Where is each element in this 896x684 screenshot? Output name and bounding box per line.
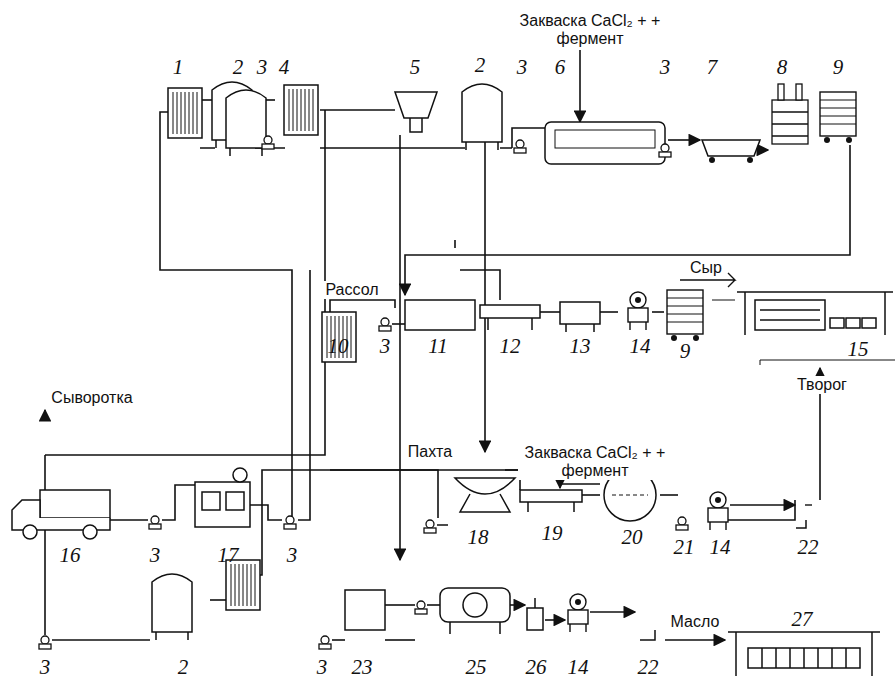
callout-number: 2 bbox=[473, 54, 488, 77]
callout-number: 21 bbox=[672, 536, 697, 559]
callout-number: 9 bbox=[678, 340, 693, 363]
callout-number: 14 bbox=[566, 656, 591, 679]
flow-label: Сыр bbox=[688, 259, 724, 277]
flow-label: Сыворотка bbox=[49, 389, 134, 407]
callout-number: 8 bbox=[775, 56, 790, 79]
callout-number: 22 bbox=[796, 536, 821, 559]
flow-label: Пахта bbox=[406, 443, 454, 461]
flow-label: Масло bbox=[669, 613, 722, 631]
callout-number: 15 bbox=[846, 338, 871, 361]
callout-number: 13 bbox=[568, 335, 593, 358]
callout-number: 14 bbox=[628, 335, 653, 358]
callout-number: 5 bbox=[408, 56, 423, 79]
callout-number: 1 bbox=[171, 56, 186, 79]
flow-label: Закваска CaCl₂ + + фермент bbox=[518, 444, 672, 479]
callout-number: 17 bbox=[216, 544, 241, 567]
callout-number: 18 bbox=[466, 526, 491, 549]
callout-number: 14 bbox=[708, 536, 733, 559]
callout-number: 10 bbox=[326, 335, 351, 358]
callout-number: 3 bbox=[38, 656, 53, 679]
callout-number: 20 bbox=[620, 526, 645, 549]
callout-number: 22 bbox=[636, 656, 661, 679]
callout-number: 26 bbox=[524, 656, 549, 679]
callout-number: 2 bbox=[176, 656, 191, 679]
callout-number: 3 bbox=[515, 56, 530, 79]
callout-number: 3 bbox=[658, 56, 673, 79]
flow-label: Творог bbox=[795, 376, 849, 394]
callout-number: 6 bbox=[553, 56, 568, 79]
callout-number: 23 bbox=[350, 656, 375, 679]
callout-number: 16 bbox=[58, 544, 83, 567]
flow-label: Закваска CaCl₂ + + фермент bbox=[513, 12, 667, 47]
callout-number: 3 bbox=[315, 656, 330, 679]
callout-number: 4 bbox=[277, 56, 292, 79]
callout-number: 12 bbox=[498, 335, 523, 358]
callout-number: 3 bbox=[378, 335, 393, 358]
flow-label: Рассол bbox=[323, 281, 380, 299]
callout-number: 7 bbox=[705, 56, 720, 79]
callout-number: 25 bbox=[464, 656, 489, 679]
callout-number: 9 bbox=[831, 56, 846, 79]
callout-number: 3 bbox=[148, 544, 163, 567]
callout-number: 2 bbox=[231, 56, 246, 79]
callout-number: 19 bbox=[540, 522, 565, 545]
callout-number: 11 bbox=[426, 335, 449, 358]
callout-number: 27 bbox=[790, 608, 815, 631]
callout-number: 3 bbox=[285, 544, 300, 567]
callout-number: 3 bbox=[255, 56, 270, 79]
